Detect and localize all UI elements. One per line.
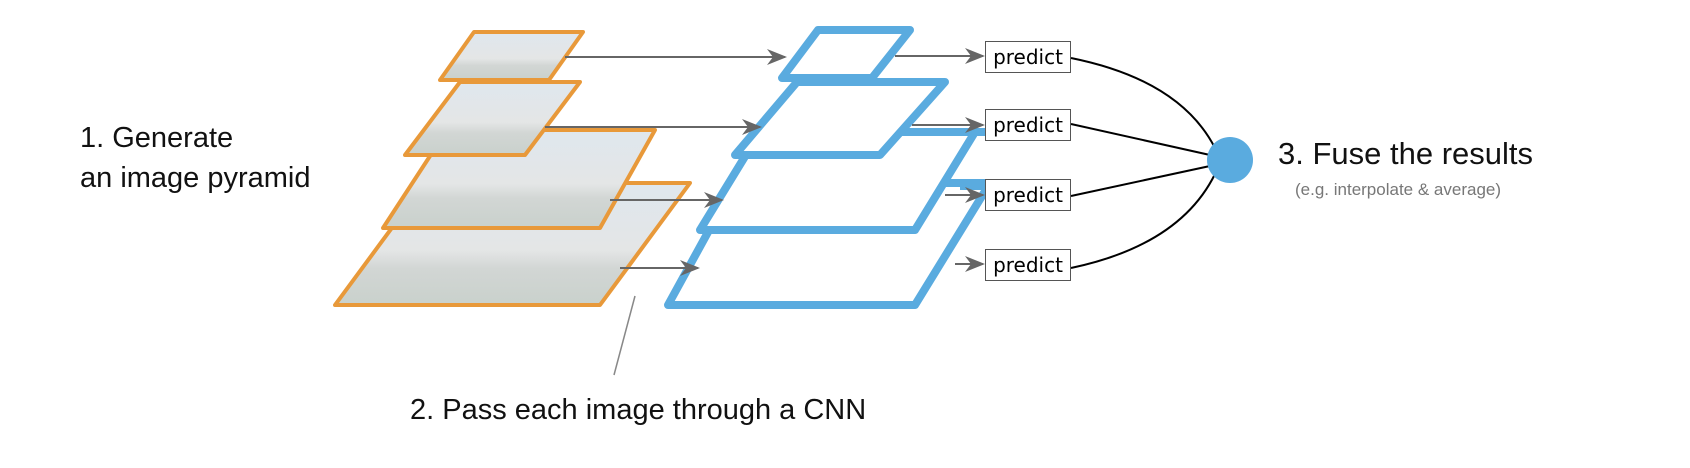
fuse-line: [1070, 165, 1211, 197]
step1-line1: 1. Generate: [80, 122, 234, 154]
step2-label: 2. Pass each image through a CNN: [410, 394, 867, 426]
predict-box: predict: [985, 249, 1071, 281]
predict-box: predict: [985, 109, 1071, 141]
fuse-line: [1070, 173, 1216, 269]
fuse-node: [1207, 137, 1253, 183]
fuse-line: [1070, 57, 1216, 149]
predict-box: predict: [985, 179, 1071, 211]
predict-box: predict: [985, 41, 1071, 73]
step3-label: 3. Fuse the results: [1278, 136, 1534, 171]
step1-line2: an image pyramid: [80, 162, 311, 194]
step2-pointer: [613, 295, 636, 376]
step3-note: (e.g. interpolate & average): [1295, 180, 1502, 199]
cnn-map-level-1: [778, 26, 914, 82]
fuse-line: [1070, 123, 1211, 156]
pyramid-image-level-1: [438, 30, 585, 82]
step1-label: 1. Generate an image pyramid: [80, 118, 311, 198]
